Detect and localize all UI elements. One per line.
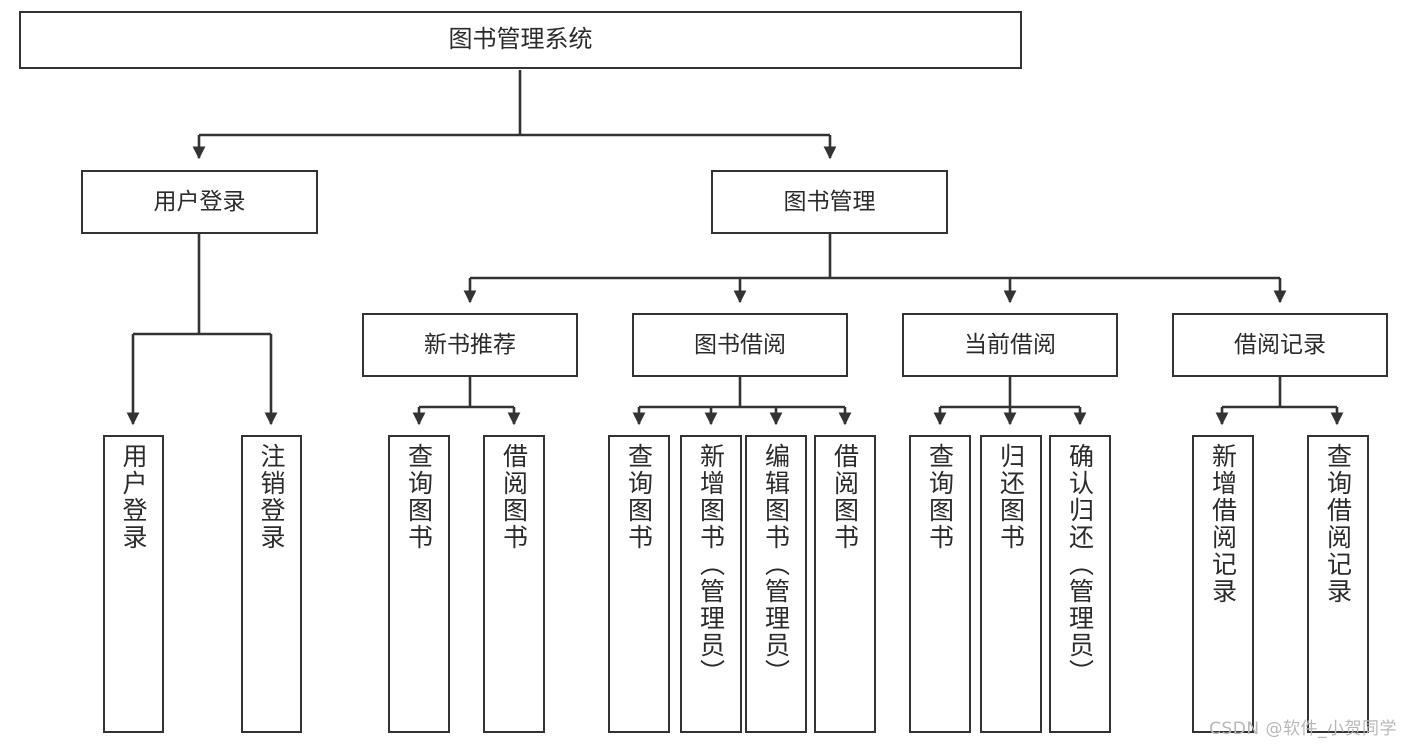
node-label: 用户登录 xyxy=(153,188,246,215)
node-label: 当前借阅 xyxy=(964,331,1056,358)
node-label: 新书推荐 xyxy=(424,331,516,358)
leaf-book-borrow-add-book-admin[interactable]: 新增图书（管理员） xyxy=(680,435,742,733)
node-label: 用户登录 xyxy=(119,443,148,551)
node-label: 查询图书 xyxy=(925,443,955,551)
node-label: 新增借阅记录 xyxy=(1208,443,1238,605)
leaf-current-borrow-confirm-return-admin[interactable]: 确认归还（管理员） xyxy=(1049,435,1111,733)
node-label: 注销登录 xyxy=(257,443,286,551)
node-book-borrow[interactable]: 图书借阅 xyxy=(632,313,848,377)
node-current-borrow[interactable]: 当前借阅 xyxy=(902,313,1118,377)
node-label: 查询图书 xyxy=(624,443,654,551)
leaf-new-book-borrow-book[interactable]: 借阅图书 xyxy=(483,435,545,733)
leaf-current-borrow-query-book[interactable]: 查询图书 xyxy=(909,435,971,733)
leaf-book-borrow-borrow-book[interactable]: 借阅图书 xyxy=(814,435,876,733)
leaf-user-login-logout[interactable]: 注销登录 xyxy=(241,435,302,733)
node-label: 确认归还（管理员） xyxy=(1065,443,1095,686)
node-book-management[interactable]: 图书管理 xyxy=(711,170,948,234)
leaf-borrow-record-add-record[interactable]: 新增借阅记录 xyxy=(1192,435,1254,733)
node-label: 查询图书 xyxy=(404,443,434,551)
node-label: 借阅图书 xyxy=(830,443,860,551)
node-label: 图书管理 xyxy=(783,188,876,215)
node-label: 查询借阅记录 xyxy=(1323,443,1353,605)
node-label: 借阅记录 xyxy=(1234,331,1326,358)
leaf-current-borrow-return-book[interactable]: 归还图书 xyxy=(980,435,1042,733)
node-label: 编辑图书（管理员） xyxy=(761,443,791,686)
node-label: 归还图书 xyxy=(996,443,1026,551)
node-label: 新增图书（管理员） xyxy=(696,443,726,686)
leaf-borrow-record-query-record[interactable]: 查询借阅记录 xyxy=(1307,435,1369,733)
leaf-book-borrow-query-book[interactable]: 查询图书 xyxy=(608,435,670,733)
leaf-new-book-query-book[interactable]: 查询图书 xyxy=(388,435,450,733)
node-label: 借阅图书 xyxy=(499,443,529,551)
node-user-login[interactable]: 用户登录 xyxy=(81,170,318,234)
node-label: 图书借阅 xyxy=(694,331,786,358)
node-label: 图书管理系统 xyxy=(448,25,593,54)
leaf-user-login-login[interactable]: 用户登录 xyxy=(103,435,164,733)
node-borrow-record[interactable]: 借阅记录 xyxy=(1172,313,1388,377)
node-root-book-management-system[interactable]: 图书管理系统 xyxy=(19,11,1022,69)
leaf-book-borrow-edit-book-admin[interactable]: 编辑图书（管理员） xyxy=(745,435,807,733)
node-new-book-recommend[interactable]: 新书推荐 xyxy=(362,313,578,377)
